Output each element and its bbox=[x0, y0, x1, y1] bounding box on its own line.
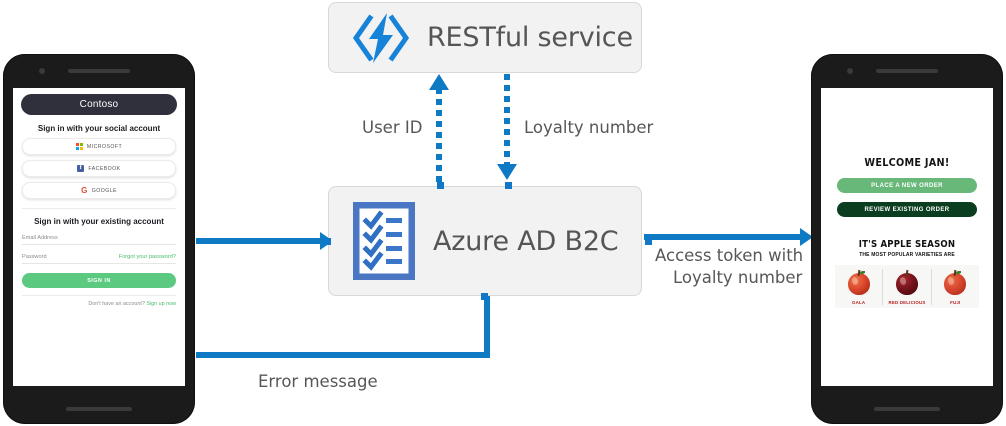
selection-handle-right[interactable] bbox=[645, 238, 652, 245]
node-restful-service[interactable]: RESTful service bbox=[328, 2, 642, 73]
connector-access-token-label-line2: Loyalty number bbox=[673, 268, 803, 287]
sign-in-button[interactable]: SIGN IN bbox=[22, 273, 176, 288]
connector-error-vertical bbox=[484, 296, 490, 358]
selection-handle-top-left[interactable] bbox=[437, 182, 444, 189]
selection-handle-left[interactable] bbox=[324, 238, 331, 245]
social-signin-heading: Sign in with your social account bbox=[37, 124, 161, 133]
facebook-icon: f bbox=[77, 165, 85, 172]
apple-variety-label: RED DELICIOUS bbox=[888, 300, 926, 305]
promo-subtitle: THE MOST POPULAR VARIETIES ARE bbox=[859, 252, 955, 258]
apple-icon bbox=[846, 269, 872, 297]
phone-left-home-bar bbox=[66, 407, 132, 411]
connector-access-token-label-line1: Access token with bbox=[655, 246, 804, 265]
signup-prompt-text: Don't have an account? bbox=[88, 301, 145, 307]
apple-variety-label: FUJI bbox=[950, 300, 961, 305]
connector-user-id-label: User ID bbox=[362, 118, 423, 137]
node-azure-ad-b2c[interactable]: Azure AD B2C bbox=[328, 186, 642, 296]
phone-right-camera-icon bbox=[847, 68, 853, 74]
phone-right: WELCOME JAN! PLACE A NEW ORDER REVIEW EX… bbox=[811, 54, 1003, 424]
connector-loyalty-arrowhead bbox=[497, 164, 517, 180]
restful-service-label: RESTful service bbox=[427, 22, 633, 53]
facebook-signin-button[interactable]: f FACEBOOK bbox=[22, 160, 176, 177]
welcome-heading: WELCOME JAN! bbox=[864, 156, 950, 169]
email-field-placeholder: Email Address bbox=[22, 235, 58, 241]
connector-access-token-line bbox=[644, 234, 804, 240]
azure-ad-b2c-label: Azure AD B2C bbox=[433, 225, 619, 257]
google-signin-button[interactable]: G GOOGLE bbox=[22, 182, 176, 199]
microsoft-icon bbox=[75, 143, 83, 150]
phone-left-screen: Contoso Sign in with your social account… bbox=[13, 88, 185, 386]
apple-icon bbox=[894, 269, 920, 297]
microsoft-signin-button[interactable]: MICROSOFT bbox=[22, 138, 176, 155]
signup-link[interactable]: Sign up now bbox=[146, 301, 176, 307]
connector-loyalty-dots bbox=[504, 74, 510, 164]
apple-varieties-row: GALA RED DELICIOUS bbox=[835, 265, 979, 308]
phone-left: Contoso Sign in with your social account… bbox=[3, 54, 195, 424]
password-field-placeholder: Password bbox=[22, 254, 47, 260]
google-signin-label: GOOGLE bbox=[91, 187, 117, 194]
microsoft-signin-label: MICROSOFT bbox=[86, 143, 123, 150]
phone-right-home-bar bbox=[874, 407, 940, 411]
checklist-icon bbox=[352, 201, 416, 281]
contoso-brand-header: Contoso bbox=[21, 94, 177, 115]
signup-row: Don't have an account? Sign up now bbox=[22, 295, 176, 307]
existing-account-heading: Sign in with your existing account bbox=[34, 217, 164, 226]
phone-left-camera-icon bbox=[39, 68, 45, 74]
apple-variety-item[interactable]: RED DELICIOUS bbox=[883, 269, 932, 305]
form-divider bbox=[22, 208, 176, 209]
connector-user-id-arrowhead bbox=[429, 74, 449, 90]
phone-left-speaker bbox=[68, 69, 130, 73]
password-field[interactable]: Password Forgot your password? bbox=[22, 254, 176, 264]
google-icon: G bbox=[81, 185, 88, 195]
review-existing-order-button[interactable]: REVIEW EXISTING ORDER bbox=[837, 202, 977, 217]
email-field[interactable]: Email Address bbox=[22, 235, 176, 245]
selection-handle-bottom[interactable] bbox=[481, 293, 488, 300]
forgot-password-link[interactable]: Forgot your password? bbox=[118, 254, 176, 260]
connector-error-horizontal bbox=[196, 352, 490, 358]
connector-signin-line bbox=[196, 238, 322, 244]
place-new-order-button[interactable]: PLACE A NEW ORDER bbox=[837, 178, 977, 193]
selection-handle-top-right[interactable] bbox=[505, 182, 512, 189]
apple-icon bbox=[942, 269, 968, 297]
connector-access-token-arrowhead bbox=[800, 228, 813, 246]
connector-error-label: Error message bbox=[258, 372, 378, 391]
apple-variety-item[interactable]: GALA bbox=[835, 269, 884, 305]
connector-user-id-dots bbox=[436, 88, 442, 186]
phone-right-screen: WELCOME JAN! PLACE A NEW ORDER REVIEW EX… bbox=[821, 88, 993, 386]
connector-loyalty-label: Loyalty number bbox=[524, 118, 654, 137]
facebook-signin-label: FACEBOOK bbox=[88, 165, 121, 172]
code-lightning-icon bbox=[352, 12, 410, 64]
apple-variety-label: GALA bbox=[852, 300, 866, 305]
promo-title: IT'S APPLE SEASON bbox=[858, 239, 956, 250]
phone-right-speaker bbox=[876, 69, 938, 73]
apple-variety-item[interactable]: FUJI bbox=[932, 269, 979, 305]
